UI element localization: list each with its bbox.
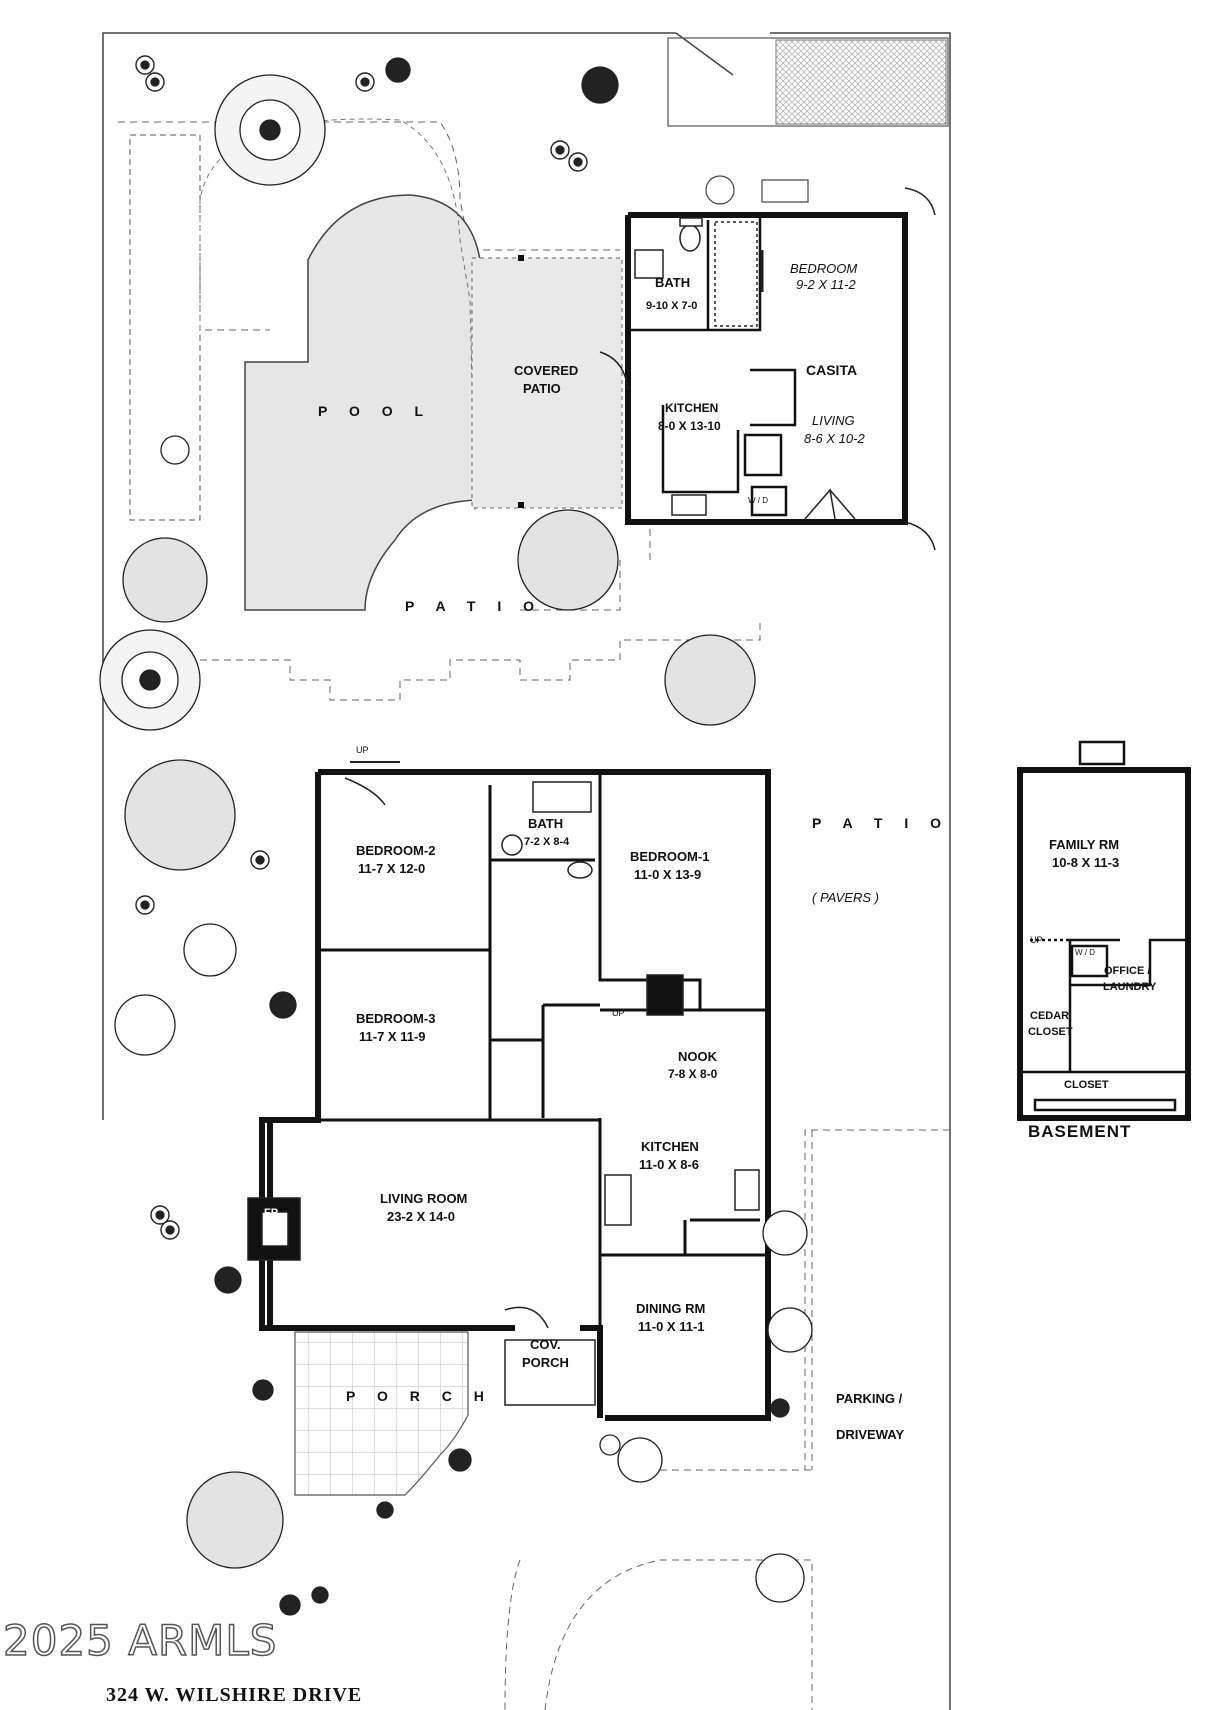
covered-patio-label-2: PATIO	[523, 381, 561, 396]
basement-walls	[1017, 767, 1191, 1121]
planter-bed	[129, 134, 201, 521]
casita-fixtures	[599, 187, 936, 551]
cedar-closet-label-1: CEDAR	[1030, 1010, 1070, 1022]
equipment-area	[667, 37, 949, 205]
patio-label-top: P A T I O	[405, 598, 544, 614]
washer-dryer-basement: W / D	[1075, 948, 1095, 957]
casita-bedroom-name: BEDROOM	[790, 261, 858, 276]
closet-label: CLOSET	[1064, 1079, 1109, 1091]
casita-title: CASITA	[806, 362, 858, 378]
patio-label-right: P A T I O	[812, 815, 951, 831]
up-label-stair: UP	[612, 1008, 625, 1018]
porch-label: P O R C H	[346, 1388, 493, 1404]
casita-interior	[628, 215, 797, 517]
address-caption: 324 W. WILSHIRE DRIVE	[106, 1684, 363, 1706]
washer-dryer-casita: W / D	[748, 496, 768, 505]
office-label-2: LAUNDRY	[1103, 981, 1157, 993]
casita-bath-dim: 9-10 X 7-0	[646, 300, 698, 312]
casita-bedroom-dim: 9-2 X 11-2	[796, 277, 856, 292]
house-interior	[318, 772, 768, 1330]
nook-name: NOOK	[678, 1049, 717, 1064]
kitchen-name: KITCHEN	[641, 1139, 699, 1154]
bedroom3-name: BEDROOM-3	[356, 1011, 436, 1026]
landscaping	[99, 55, 813, 1616]
kitchen-dim: 11-0 X 8-6	[639, 1157, 699, 1172]
cov-porch-label-2: PORCH	[522, 1355, 569, 1370]
office-label-1: OFFICE /	[1104, 965, 1151, 977]
patio-outline	[118, 121, 950, 1710]
covered-patio-label-1: COVERED	[514, 363, 579, 378]
parking-label-1: PARKING /	[836, 1391, 903, 1406]
casita-kitchen-dim: 8-0 X 13-10	[658, 419, 721, 433]
bedroom3-dim: 11-7 X 11-9	[359, 1029, 426, 1044]
fireplace-label: FP	[264, 1207, 279, 1219]
bedroom2-name: BEDROOM-2	[356, 843, 436, 858]
bath-dim: 7-2 X 8-4	[524, 836, 570, 848]
dining-dim: 11-0 X 11-1	[638, 1319, 705, 1334]
house-fixtures	[247, 761, 760, 1406]
pavers-label: ( PAVERS )	[812, 890, 879, 905]
bedroom1-dim: 11-0 X 13-9	[634, 867, 702, 882]
living-room-dim: 23-2 X 14-0	[387, 1209, 455, 1224]
nook-dim: 7-8 X 8-0	[668, 1067, 718, 1081]
bedroom1-name: BEDROOM-1	[630, 849, 710, 864]
basement-interior	[1020, 740, 1188, 1112]
casita-living-dim: 8-6 X 10-2	[804, 431, 865, 446]
bedroom2-dim: 11-7 X 12-0	[358, 861, 426, 876]
pool-deck	[199, 118, 476, 511]
up-label-basement: UP	[1030, 935, 1043, 945]
casita-living-name: LIVING	[812, 413, 855, 428]
dining-name: DINING RM	[636, 1301, 706, 1316]
basement-title: BASEMENT	[1028, 1122, 1132, 1141]
bath-name: BATH	[528, 816, 564, 831]
up-label-porch: UP	[356, 745, 369, 755]
cov-porch-label-1: COV.	[530, 1337, 561, 1352]
cedar-closet-label-2: CLOSET	[1028, 1026, 1073, 1038]
living-room-name: LIVING ROOM	[380, 1191, 468, 1206]
lot-boundary	[102, 32, 951, 1710]
family-room-dim: 10-8 X 11-3	[1052, 855, 1120, 870]
casita-bath-name: BATH	[655, 275, 691, 290]
covered-patio	[471, 255, 623, 509]
parking-label-2: DRIVEWAY	[836, 1427, 905, 1442]
casita-kitchen-name: KITCHEN	[665, 401, 719, 415]
watermark: 2025 ARMLS	[2, 1615, 278, 1666]
pool-label: P O O L	[318, 403, 433, 419]
porch	[294, 1331, 469, 1496]
family-room-name: FAMILY RM	[1049, 837, 1120, 852]
